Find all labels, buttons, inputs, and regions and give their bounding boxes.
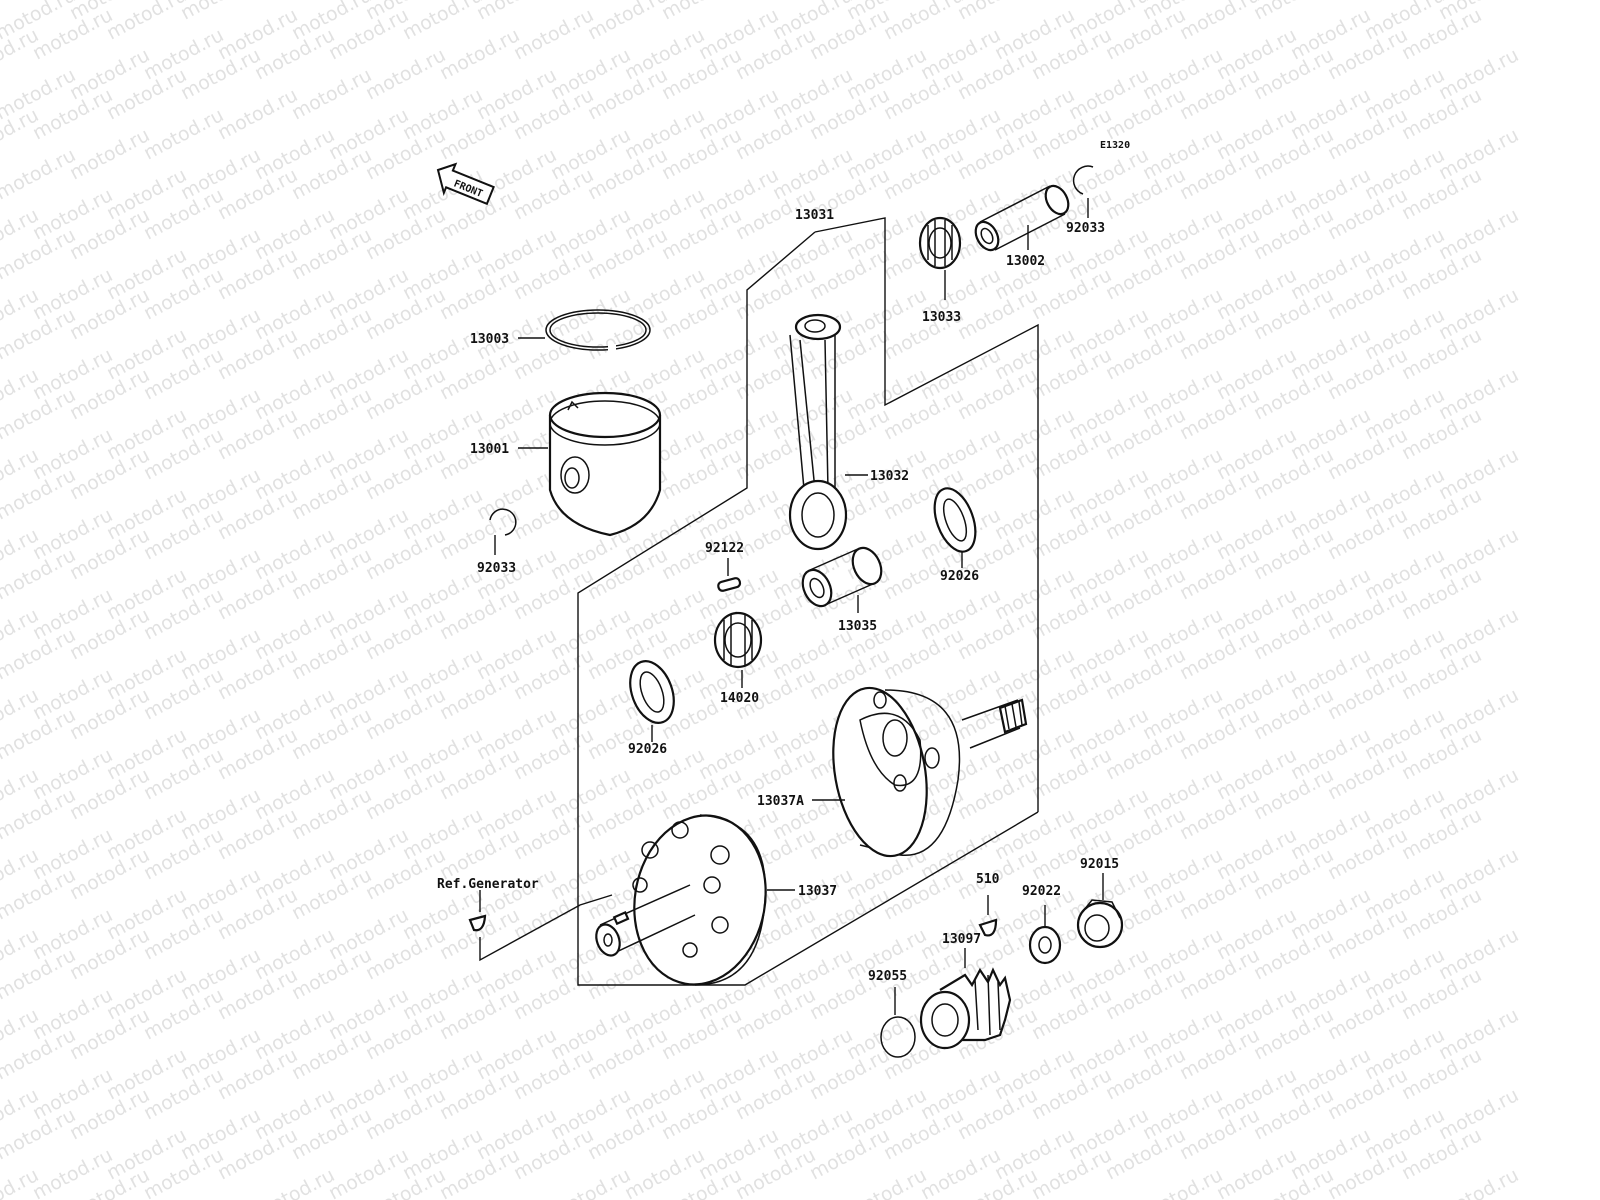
watermark-text: motod.ru	[732, 0, 819, 4]
callout-92033-top: 92033	[1066, 221, 1105, 236]
callout-13032: 13032	[870, 469, 909, 484]
watermark-text: motod.ru	[1028, 0, 1115, 4]
thrust-washer-right	[933, 487, 977, 553]
callout-13003: 13003	[470, 332, 509, 347]
callout-13037: 13037	[798, 884, 837, 899]
big-end-needle-bearing	[713, 611, 763, 669]
thrust-washer-left	[629, 660, 675, 724]
piston-ring	[545, 309, 651, 352]
watermark-layer: motod.rumotod.rumotod.rumotod.rumotod.ru…	[0, 0, 1522, 1200]
watermark-text: motod.ru	[658, 0, 745, 24]
circlip-left	[489, 508, 517, 536]
callout-92026-left: 92026	[628, 742, 667, 757]
watermark-text: motod.ru	[1324, 0, 1411, 4]
watermark-text: motod.ru	[436, 24, 523, 84]
callout-13031: 13031	[795, 208, 834, 223]
connecting-rod	[788, 313, 848, 551]
callout-13002: 13002	[1006, 254, 1045, 269]
callout-92055: 92055	[868, 969, 907, 984]
watermark-text: motod.ru	[1250, 0, 1337, 24]
callout-13037A: 13037A	[757, 794, 804, 809]
callout-13097: 13097	[942, 932, 981, 947]
watermark-text: motod.ru	[473, 0, 560, 24]
crankshaft-half-right	[832, 686, 1028, 858]
watermark-text: motod.ru	[547, 0, 634, 4]
callout-92122: 92122	[705, 541, 744, 556]
o-ring	[880, 1016, 916, 1058]
watermark-text: motod.ru	[362, 44, 449, 104]
woodruff-key	[978, 918, 998, 937]
diagram-code: E1320	[1100, 140, 1130, 151]
piston	[548, 391, 662, 537]
piston-pin	[974, 184, 1070, 252]
watermark-text: motod.ru	[251, 1164, 338, 1200]
callout-92015: 92015	[1080, 857, 1119, 872]
watermark-text: motod.ru	[288, 64, 375, 124]
dowel-pin	[717, 577, 742, 592]
woodruff-key-ref	[468, 914, 487, 932]
nut	[1076, 899, 1124, 949]
callout-14020: 14020	[720, 691, 759, 706]
primary-gear	[919, 967, 1012, 1050]
watermark-text: motod.ru	[843, 1164, 930, 1200]
circlip-top	[1072, 165, 1094, 195]
crankshaft-half-left	[595, 814, 767, 986]
assembly-outline-crank	[577, 231, 1039, 986]
callout-92026-right: 92026	[940, 569, 979, 584]
callout-13001: 13001	[470, 442, 509, 457]
watermark-text: motod.ru	[510, 4, 597, 64]
watermark-text: motod.ru	[251, 0, 338, 4]
watermark-text: motod.ru	[177, 0, 264, 24]
watermark-text: motod.ru	[1139, 1164, 1226, 1200]
callout-510: 510	[976, 872, 1000, 887]
small-end-needle-bearing	[918, 216, 962, 270]
watermark-text: motod.ru	[140, 104, 227, 164]
watermark-text: motod.ru	[214, 84, 301, 144]
washer	[1028, 925, 1062, 965]
callout-13033: 13033	[922, 310, 961, 325]
watermark-text: motod.ru	[0, 144, 79, 204]
callout-13035: 13035	[838, 619, 877, 634]
watermark-text: motod.ru	[1435, 1164, 1522, 1200]
assembly-outline-conrod	[814, 217, 1039, 812]
watermark-text: motod.ru	[547, 1164, 634, 1200]
watermark-text: motod.ru	[66, 124, 153, 184]
watermark-text: motod.ru	[954, 0, 1041, 24]
callout-92022: 92022	[1022, 884, 1061, 899]
crank-pin	[801, 546, 883, 608]
ref-generator-bracket	[479, 894, 613, 962]
ref-generator-label: Ref.Generator	[437, 877, 539, 892]
callout-92033-left: 92033	[477, 561, 516, 576]
